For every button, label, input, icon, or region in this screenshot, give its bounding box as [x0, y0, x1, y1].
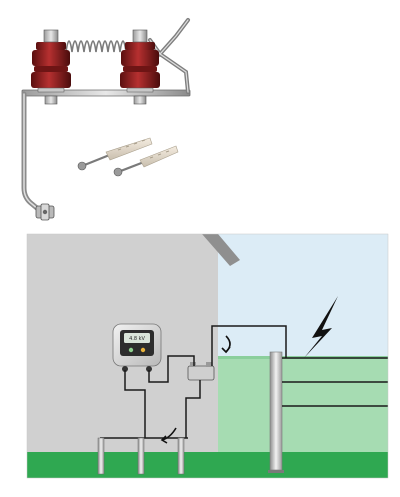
- screw: [81, 152, 113, 168]
- pasture: [218, 356, 388, 452]
- ground-rod: [137, 437, 145, 475]
- wall-plug-anchor: [139, 145, 179, 168]
- roof-edge: [202, 234, 240, 266]
- lightning-diverter: [187, 362, 215, 381]
- wall-plug-anchor: [105, 137, 153, 161]
- screw-head: [77, 161, 87, 171]
- installation-diagram: 4.8 kV: [26, 233, 389, 479]
- current-arrows: [160, 335, 231, 444]
- ground-clamp: [35, 203, 55, 221]
- product-photo: [21, 18, 191, 221]
- fence-post: [268, 351, 284, 473]
- fence-wires: [282, 357, 388, 407]
- sky: [218, 234, 388, 356]
- screw-and-anchor-2: [113, 145, 179, 177]
- screw: [117, 160, 145, 174]
- ground-rods: [97, 437, 185, 475]
- porcelain-insulator: [31, 29, 71, 105]
- screw-head: [113, 167, 123, 177]
- lightning-bolt: [304, 296, 338, 358]
- ground-rod: [177, 437, 185, 475]
- fence-energizer: 4.8 kV: [112, 323, 162, 372]
- porcelain-insulator: [120, 29, 160, 105]
- ground-rod: [97, 437, 105, 475]
- energizer-display: 4.8 kV: [129, 336, 145, 342]
- ground: [27, 452, 388, 478]
- screw-and-anchor-1: [77, 137, 153, 171]
